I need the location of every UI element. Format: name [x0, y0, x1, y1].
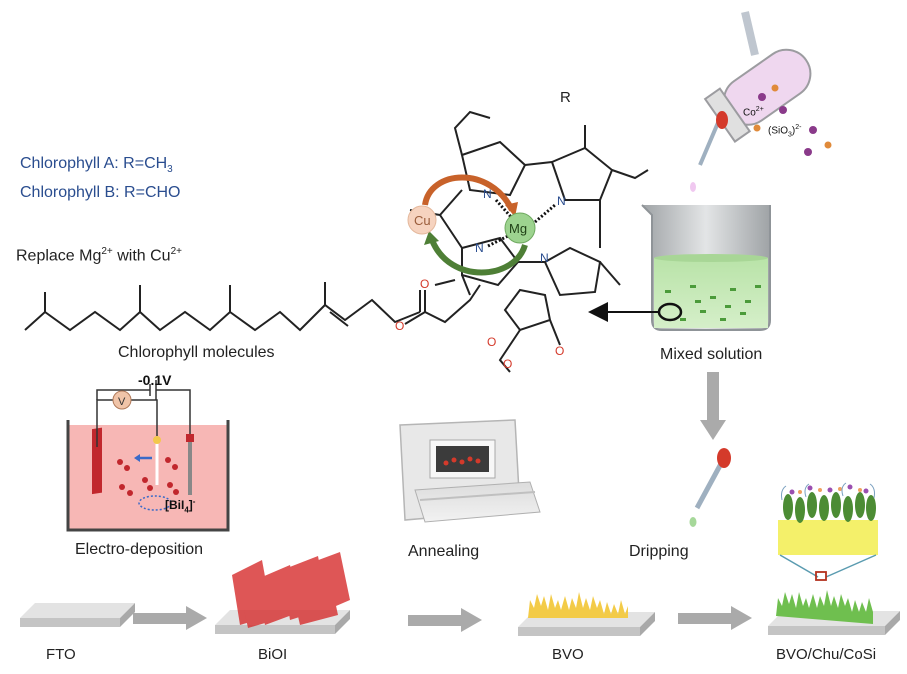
process-arrows: [133, 606, 752, 632]
silicate-ion-label: (SiO3)2-: [768, 124, 802, 139]
green-arrow: [429, 238, 528, 276]
cobalt-ion-label: Co2+: [743, 106, 764, 119]
carbonyl-oxygen: O: [420, 277, 429, 291]
fto-label: FTO: [46, 646, 76, 663]
down-arrow: [700, 420, 726, 440]
substrate-final: [768, 590, 900, 635]
methoxy-oxygen-2: O: [503, 357, 512, 371]
chlorophyll-b-label: Chlorophyll B: R=CHO: [20, 184, 181, 201]
replace-mg-label: Replace Mg2+ with Cu2+: [16, 246, 182, 265]
mixed-solution-label: Mixed solution: [660, 346, 763, 363]
orange-arrow: [422, 174, 515, 212]
ester-link: [404, 284, 481, 325]
annealing-furnace: [399, 419, 541, 523]
electrodeposition-cell: [66, 380, 230, 532]
porphyrin-core: [409, 110, 649, 373]
ester-oxygen: O: [395, 319, 404, 333]
mg-atom: [504, 212, 536, 244]
bii4-label: [BiI4]-: [165, 497, 196, 515]
methoxy-oxygen: O: [487, 335, 496, 349]
bvo-chu-cosi-label: BVO/Chu/CoSi: [776, 646, 877, 663]
bioi-label: BiOI: [258, 646, 288, 663]
chlorophyll-a-label: Chlorophyll A: R=CH3: [20, 155, 173, 176]
r-group-label: R: [560, 89, 571, 106]
voltmeter-label: V: [118, 396, 126, 408]
chlorophyll-molecules-caption: Chlorophyll molecules: [118, 344, 275, 361]
bvo-chu-cosi-zoom: [778, 482, 878, 581]
substrate-fto: [20, 603, 135, 627]
electro-deposition-label: Electro-deposition: [75, 541, 204, 558]
annealing-label: Annealing: [408, 543, 480, 560]
nitrogen-1: N: [483, 187, 492, 201]
nitrogen-4: N: [540, 251, 549, 265]
substrate-bvo: [518, 592, 655, 636]
dripping-pipette: [694, 458, 726, 510]
cu-atom: [407, 205, 437, 235]
dripping-label: Dripping: [629, 543, 689, 560]
voltage-label: -0.1V: [138, 372, 172, 388]
mg-label: Mg: [509, 221, 527, 236]
substrate-bioi: [215, 552, 350, 634]
ketone-oxygen: O: [555, 344, 564, 358]
cu-label: Cu: [414, 213, 431, 228]
phytol-tail: [24, 282, 421, 332]
beaker: [641, 204, 771, 331]
nitrogen-2: N: [557, 194, 566, 208]
bvo-label: BVO: [552, 646, 584, 663]
nitrogen-3: N: [475, 241, 484, 255]
